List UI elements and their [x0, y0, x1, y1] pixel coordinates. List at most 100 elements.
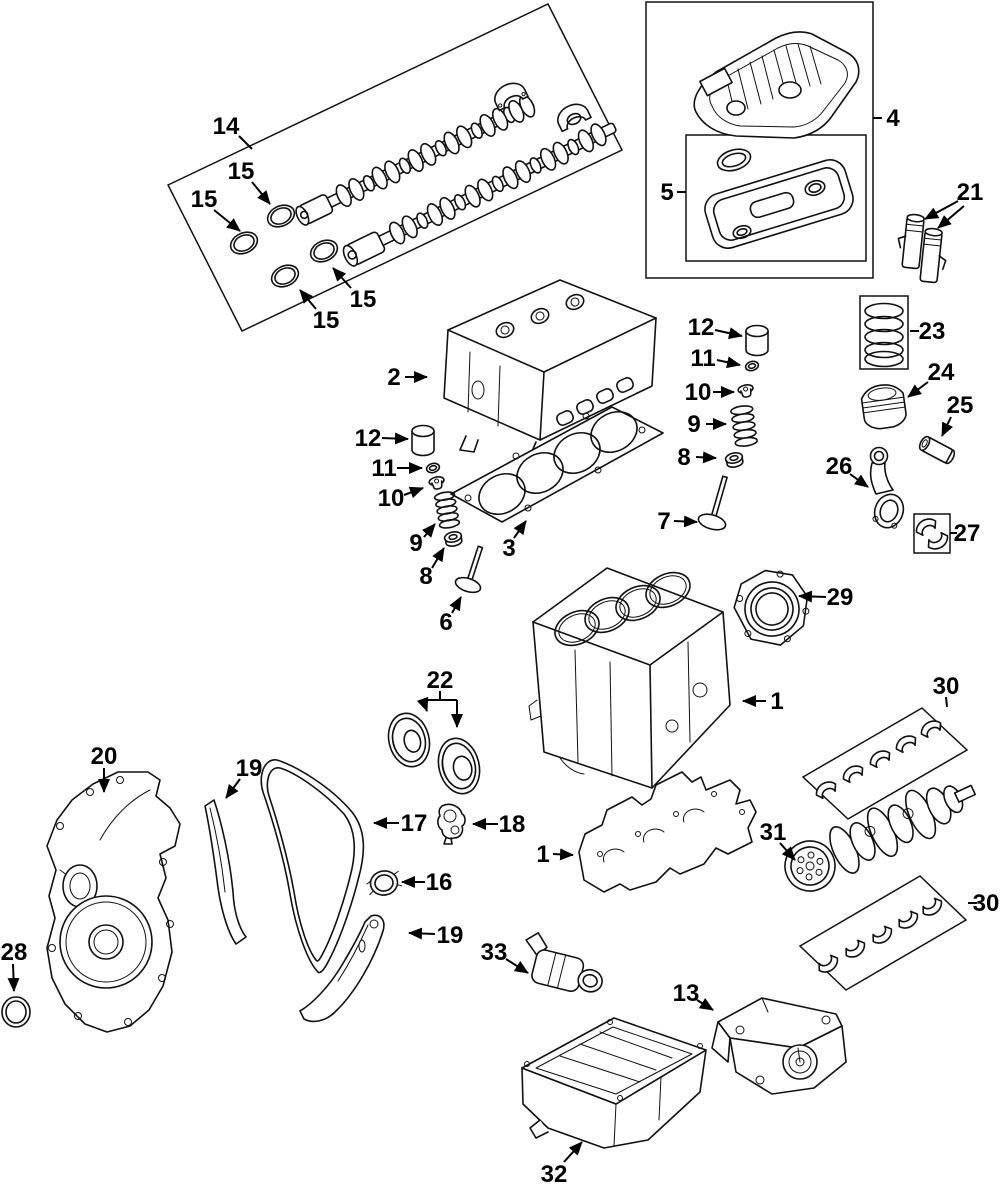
svg-text:23: 23 [919, 318, 946, 345]
callout-18: 18 [472, 811, 526, 838]
spring-retainer-right [737, 384, 754, 398]
svg-text:19: 19 [437, 922, 464, 949]
svg-text:10: 10 [378, 485, 405, 512]
valve-cover-box [645, 1, 874, 279]
callout-9-right: 9 [687, 411, 727, 438]
callout-16: 16 [401, 869, 453, 896]
callout-28: 28 [1, 939, 27, 992]
callout-11-right: 11 [690, 345, 741, 372]
callout-1-block: 1 [742, 688, 784, 715]
svg-text:27: 27 [954, 520, 981, 547]
valve-spring-left [433, 491, 461, 529]
svg-text:24: 24 [928, 359, 955, 386]
piston-rings [864, 302, 904, 368]
svg-text:32: 32 [541, 1161, 568, 1188]
vvt-sprocket-a [387, 712, 431, 768]
callout-15-c: 15 [299, 289, 339, 334]
svg-text:14: 14 [213, 113, 240, 140]
gasket-box [685, 134, 867, 262]
main-bearing-box-upper [801, 707, 969, 820]
callout-10-left: 10 [378, 485, 424, 512]
callout-8-left: 8 [419, 547, 445, 590]
svg-text:15: 15 [228, 158, 255, 185]
spring-retainer-left [428, 476, 445, 490]
svg-text:29: 29 [827, 584, 854, 611]
cam-seal-ring-3 [270, 264, 300, 288]
callout-6: 6 [439, 596, 462, 636]
valve-left [454, 545, 484, 594]
spring-seat-left [443, 530, 463, 547]
bedplate [578, 771, 757, 893]
chain-guide [204, 799, 247, 945]
valve-spring-right [730, 405, 758, 447]
svg-text:1: 1 [536, 841, 549, 868]
svg-text:7: 7 [657, 508, 670, 535]
cam-seal-ring-2 [229, 231, 259, 255]
svg-text:9: 9 [687, 411, 700, 438]
oil-pump [711, 997, 847, 1095]
oil-pan [521, 1017, 707, 1149]
callout-10-right: 10 [685, 379, 735, 406]
svg-text:20: 20 [91, 743, 118, 770]
svg-text:26: 26 [826, 453, 853, 480]
callout-9-left: 9 [409, 523, 436, 557]
svg-text:13: 13 [673, 980, 700, 1007]
callout-12-right: 12 [688, 314, 743, 341]
rod-bearings [912, 514, 952, 554]
svg-text:3: 3 [502, 535, 515, 562]
camshaft-upper [295, 92, 539, 226]
callout-20: 20 [91, 743, 118, 793]
svg-text:18: 18 [499, 811, 526, 838]
camshaft-bearing-cap-b [557, 103, 592, 133]
cam-seal-ring-1 [266, 204, 296, 228]
callout-21: 21 [924, 179, 984, 229]
svg-text:22: 22 [427, 667, 454, 694]
callout-19-upper: 19 [225, 755, 262, 799]
vvt-sprocket-b [437, 737, 481, 795]
svg-text:12: 12 [355, 425, 382, 452]
crankshaft [784, 784, 977, 892]
camshaft-bearing-cap-a [494, 82, 529, 112]
main-bearing-box-lower [798, 875, 968, 991]
front-cover [46, 771, 181, 1033]
tensioner-arm [299, 914, 385, 1023]
vct-solenoid-b [919, 227, 947, 284]
callout-7: 7 [657, 508, 698, 535]
oil-pressure-sensor [525, 931, 603, 993]
crank-sprocket [366, 870, 403, 896]
piston-ring-box [859, 295, 909, 370]
svg-text:9: 9 [409, 530, 422, 557]
callout-8-right: 8 [677, 444, 717, 471]
svg-text:8: 8 [677, 444, 690, 471]
callout-15-b: 15 [191, 186, 241, 232]
svg-text:5: 5 [660, 179, 673, 206]
callout-32: 32 [541, 1141, 583, 1188]
callout-26: 26 [826, 453, 869, 488]
callout-15-a: 15 [228, 158, 271, 205]
svg-text:1: 1 [770, 688, 783, 715]
callout-30-upper: 30 [933, 673, 959, 708]
callout-29: 29 [798, 584, 854, 611]
callout-17: 17 [373, 810, 427, 837]
svg-text:25: 25 [947, 392, 974, 419]
callout-23: 23 [910, 318, 945, 345]
svg-text:11: 11 [371, 455, 396, 482]
svg-text:31: 31 [760, 819, 787, 846]
piston-pin [918, 435, 956, 465]
piston [860, 384, 907, 430]
valve-keeper-left [425, 462, 441, 474]
callout-1-bedplate: 1 [536, 841, 574, 868]
callout-24: 24 [907, 359, 955, 398]
valve-cover [693, 31, 860, 139]
spring-seat-right [724, 451, 744, 468]
valve-keeper-right [744, 360, 760, 372]
callout-2: 2 [387, 364, 428, 391]
callout-13: 13 [673, 980, 714, 1011]
front-crank-seal [1, 996, 31, 1028]
svg-text:21: 21 [957, 179, 984, 206]
svg-text:16: 16 [426, 869, 453, 896]
callout-3: 3 [502, 520, 527, 562]
svg-text:11: 11 [690, 345, 715, 372]
timing-chain [260, 759, 365, 974]
